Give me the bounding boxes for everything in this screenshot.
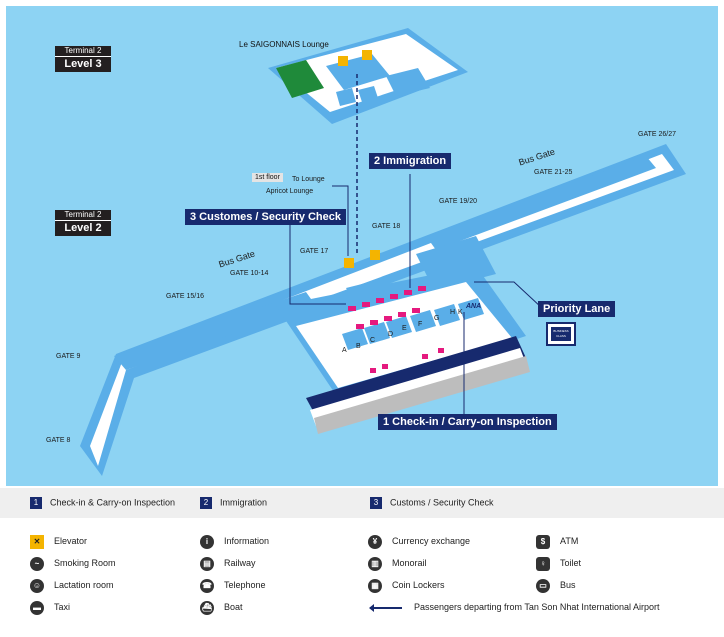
atm-icon: $ [536,534,550,549]
business-class-icon: BUSINESS CLASS [546,322,576,346]
business-class-text: BUSINESS CLASS [551,327,571,341]
legend-smoking: ~ Smoking Room [30,555,116,571]
legend-telephone-label: Telephone [224,580,266,590]
monorail-icon: ▥ [368,556,382,571]
step-2-number: 2 [200,497,212,509]
level3-building [268,28,468,124]
steps-bar: 1 Check-in & Carry-on Inspection 2 Immigra… [0,488,724,518]
legend-currency-label: Currency exchange [392,536,471,546]
ana-logo: ANA [466,303,482,310]
legend-route: Passengers departing from Tan Son Nhat I… [369,599,660,615]
legend-monorail: ▥ Monorail [368,555,427,571]
gate-8: GATE 8 [46,437,71,444]
level2-level: Level 2 [64,222,102,234]
gate-17: GATE 17 [300,248,329,255]
legend-route-label: Passengers departing from Tan Son Nhat I… [414,602,660,612]
legend-monorail-label: Monorail [392,558,427,568]
terminal-drawing [80,28,686,476]
step-1: 1 Check-in & Carry-on Inspection [30,497,175,509]
level3-terminal: Terminal 2 [55,46,111,57]
legend-information-label: Information [224,536,270,546]
apricot-lounge-label: Apricot Lounge [266,188,314,195]
counter-e: E [402,325,407,332]
legend-currency: ¥ Currency exchange [368,533,470,549]
legend-bus: ▭ Bus [536,577,576,593]
step-1-number: 1 [30,497,42,509]
legend-atm-label: ATM [560,536,579,546]
legend-lactation-label: Lactation room [54,580,114,590]
step-3-label: Customs / Security Check [390,497,494,508]
legend-taxi-label: Taxi [54,602,71,612]
legend-toilet-label: Toilet [560,558,582,568]
legend-boat-label: Boat [224,602,243,612]
telephone-icon: ☎ [200,578,214,593]
security-callout: 3 Customes / Security Check [185,209,347,225]
level3-tag: Terminal 2 Level 3 [55,46,111,72]
legend-elevator-label: Elevator [54,536,88,546]
security-lanes [348,286,444,373]
legend-telephone: ☎ Telephone [200,577,266,593]
legend-boat: ⛴ Boat [200,599,243,615]
gate-26-27: GATE 26/27 [638,131,677,138]
smoking-icon: ~ [30,556,44,571]
gate-15-16: GATE 15/16 [166,293,205,300]
coin-lockers-icon: ▦ [368,578,382,593]
gate-18: GATE 18 [372,223,401,230]
route-arrow-icon [369,603,402,612]
counter-b: B [356,343,361,350]
airport-map: Terminal 2 Level 3 Terminal 2 Level 2 Le… [6,6,718,486]
gate-19-20: GATE 19/20 [439,198,478,205]
legend-railway-label: Railway [224,558,256,568]
counter-a: A [342,347,347,354]
floor-tag: 1st floor [252,173,283,182]
legend: ✕ Elevator i Information ¥ Currency exchang… [0,520,724,637]
step-3: 3 Customs / Security Check [370,497,494,509]
step-2-label: Immigration [220,497,268,508]
legend-lockers-label: Coin Lockers [392,580,445,590]
legend-smoking-label: Smoking Room [54,558,116,568]
level3-level: Level 3 [64,58,102,70]
immigration-callout: 2 Immigration [369,153,452,169]
counter-k: K [458,309,463,316]
information-icon: i [200,534,214,549]
counter-h: H [450,309,456,316]
legend-lactation: ☺ Lactation room [30,577,114,593]
counter-c: C [370,337,376,344]
level2-concourse [80,144,686,476]
railway-icon: ▤ [200,556,214,571]
step-2: 2 Immigration [200,497,267,509]
legend-lockers: ▦ Coin Lockers [368,577,445,593]
legend-information: i Information [200,533,269,549]
level2-tag: Terminal 2 Level 2 [55,210,111,236]
legend-atm: $ ATM [536,533,578,549]
main-terminal [276,266,530,434]
gate-10-14: GATE 10-14 [230,270,269,277]
elevator-icon: ✕ [30,534,44,549]
step-3-number: 3 [370,497,382,509]
legend-toilet: ♀ Toilet [536,555,581,571]
currency-exchange-icon: ¥ [368,534,382,549]
counter-f: F [418,321,423,328]
lactation-icon: ☺ [30,578,44,593]
priority-callout: Priority Lane [538,301,616,317]
legend-taxi: ▬ Taxi [30,599,70,615]
counter-d: D [388,331,394,338]
bus-icon: ▭ [536,578,550,593]
gate-21-25: GATE 21-25 [534,169,573,176]
counter-g: G [434,315,440,322]
taxi-icon: ▬ [30,600,44,615]
level2-terminal: Terminal 2 [55,210,111,221]
toilet-icon: ♀ [536,556,550,571]
checkin-callout: 1 Check-in / Carry-on Inspection [378,414,557,430]
to-lounge-label: To Lounge [292,176,325,183]
step-1-label: Check-in & Carry-on Inspection [50,497,176,508]
gate-9: GATE 9 [56,353,81,360]
boat-icon: ⛴ [200,600,214,615]
elevator-markers [338,50,380,268]
legend-bus-label: Bus [560,580,576,590]
saigonnais-lounge-label: Le SAIGONNAIS Lounge [239,40,329,49]
lounge-area [276,60,324,98]
legend-elevator: ✕ Elevator [30,533,87,549]
legend-railway: ▤ Railway [200,555,256,571]
